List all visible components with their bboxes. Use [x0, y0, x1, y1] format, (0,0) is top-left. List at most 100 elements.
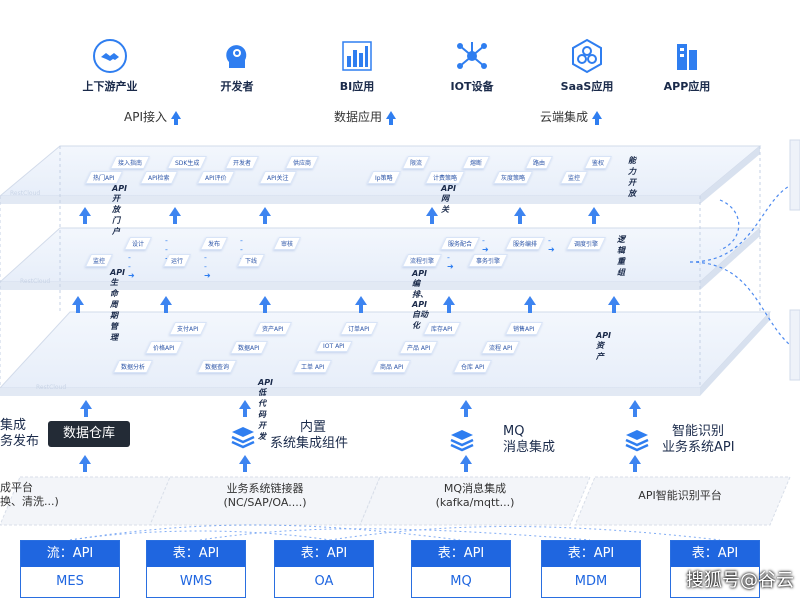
feature-mq: MQ 消息集成: [503, 424, 556, 455]
up-arrow-icon: [169, 207, 181, 224]
up-arrow-icon: [239, 400, 251, 417]
platform-mq: MQ消息集成 (kafka/mqtt...): [435, 482, 515, 509]
platform-api-recognition: API智能识别平台: [638, 489, 722, 502]
section-data-apps: 数据应用: [334, 108, 397, 125]
chip: 数据API: [229, 341, 268, 354]
side-label: 逻辑重组: [617, 235, 625, 277]
chip: 服务编排: [504, 237, 546, 250]
chip: 仓库 API: [452, 360, 493, 373]
chip: IOT API: [315, 341, 353, 352]
chip: API评价: [196, 171, 235, 184]
platform-connector: 业务系统链接器 (NC/SAP/OA....): [223, 482, 307, 509]
flow-arrow-icon: - - ➜: [128, 253, 135, 280]
up-arrow-icon: [79, 455, 91, 472]
up-arrow-icon: [629, 400, 641, 417]
category-upstream: 上下游产业: [50, 38, 170, 94]
up-arrow-icon: [259, 207, 271, 224]
chip: 数据查询: [196, 360, 238, 373]
up-arrow-icon: [592, 110, 603, 125]
category-saas: SaaS应用: [527, 38, 647, 94]
chip: 价格API: [144, 341, 183, 354]
up-arrow-icon: [524, 296, 536, 313]
up-arrow-icon: [386, 110, 397, 125]
bar-chart-icon: [342, 41, 372, 71]
up-arrow-icon: [355, 296, 367, 313]
up-arrow-icon: [171, 110, 181, 125]
source-name: OA: [314, 574, 334, 589]
source-name: WMS: [179, 574, 213, 589]
layer-watermark: RestCloud: [10, 190, 41, 197]
up-arrow-icon: [608, 296, 620, 313]
network-icon: [457, 42, 487, 69]
layer-title: API编排、API自动化: [412, 269, 428, 330]
up-arrow-icon: [160, 296, 172, 313]
category-label: 开发者: [220, 80, 254, 93]
handshake-icon: [93, 39, 127, 73]
category-label: IOT设备: [450, 80, 494, 93]
chip: 资产API: [253, 322, 292, 335]
watermark-text: 搜狐号@谷云: [686, 570, 794, 591]
source-box-mq: 表：API MQ: [411, 540, 511, 598]
chip: API关注: [258, 171, 297, 184]
up-arrow-icon: [460, 400, 472, 417]
chip: SDK生成: [166, 156, 208, 169]
chip: 灰度策略: [492, 171, 534, 184]
up-arrow-icon: [426, 207, 438, 224]
layer-title: API低代码开发: [258, 378, 274, 441]
up-arrow-icon: [239, 455, 251, 472]
gear-head-icon: [226, 45, 247, 68]
up-arrow-icon: [443, 296, 455, 313]
platform-integration: 成平台 换、清洗...): [0, 481, 59, 508]
up-arrow-icon: [72, 296, 84, 313]
category-label: 上下游产业: [82, 80, 138, 93]
source-box-oa: 表：API OA: [274, 540, 374, 598]
source-head: 表：API: [671, 541, 759, 567]
chip: 支付API: [168, 322, 207, 335]
source-box-mdm: 表：API MDM: [541, 540, 641, 598]
layers-stack-icon: [625, 430, 649, 452]
section-cloud-integration: 云端集成: [540, 108, 603, 125]
chip: 数据分析: [112, 360, 154, 373]
category-label: APP应用: [663, 80, 711, 93]
layer-title: API网关: [441, 184, 457, 214]
chip: 流程引擎: [401, 254, 443, 267]
source-name: MDM: [574, 574, 608, 589]
source-box-wms: 表：API WMS: [146, 540, 246, 598]
category-developer: 开发者: [177, 38, 297, 94]
chip: 产品 API: [398, 341, 439, 354]
chip: 库存API: [422, 322, 461, 335]
up-arrow-icon: [460, 455, 472, 472]
category-bi: BI应用: [297, 38, 417, 94]
source-head: 表：API: [412, 541, 510, 567]
source-name: MQ: [450, 574, 472, 589]
chip: 订单API: [339, 322, 378, 335]
hexagon-cube-icon: [572, 38, 602, 74]
category-label: BI应用: [339, 80, 375, 93]
feature-integration: 集成 务发布: [0, 418, 40, 449]
source-box-mes: 流：API MES: [20, 540, 120, 598]
chip: 调度引擎: [565, 237, 607, 250]
category-iot: IOT设备: [412, 38, 532, 94]
chip: 商品 API: [371, 360, 412, 373]
up-arrow-icon: [259, 296, 271, 313]
chip: 计费策略: [424, 171, 466, 184]
flow-arrow-icon: - ➜: [447, 253, 454, 271]
chip: 流程 API: [480, 341, 521, 354]
source-name: MES: [56, 574, 84, 589]
up-arrow-icon: [80, 400, 92, 417]
up-arrow-icon: [514, 207, 526, 224]
chip: 接入指南: [109, 156, 151, 169]
data-warehouse-button[interactable]: 数据仓库: [48, 421, 130, 447]
source-box-api: 表：API: [670, 540, 760, 598]
up-arrow-icon: [629, 455, 641, 472]
feature-smart-recognition: 智能识别 业务系统API: [662, 424, 735, 455]
chip: 工单 API: [292, 360, 333, 373]
section-api-access: API接入: [124, 108, 181, 125]
layer-title: API开放门户: [112, 184, 128, 236]
up-arrow-icon: [588, 207, 600, 224]
chip: 服务配合: [439, 237, 481, 250]
source-head: 表：API: [542, 541, 640, 567]
side-label: 能力开放: [628, 156, 636, 198]
chip: 热门API: [84, 171, 123, 184]
layer-watermark: RestCloud: [36, 384, 67, 391]
